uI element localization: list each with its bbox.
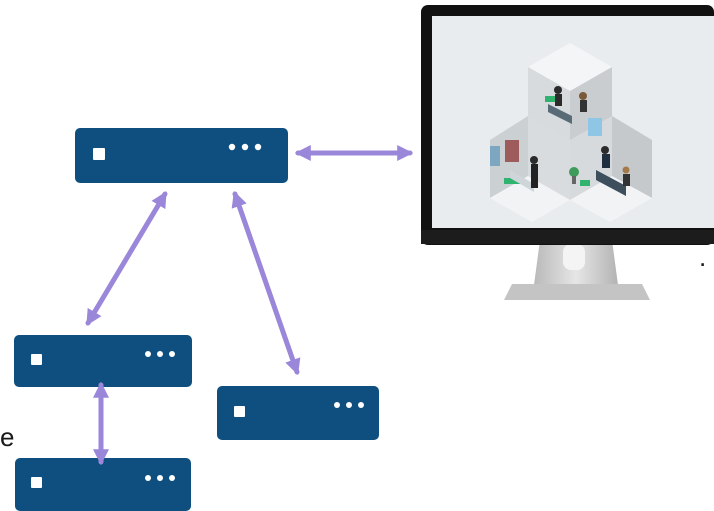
server-dot-icon [157, 475, 163, 481]
server-right [217, 386, 379, 440]
server-dot-icon [346, 402, 352, 408]
server-led-icon [234, 406, 245, 417]
server-dot-icon [241, 143, 249, 151]
clipped-text-letter: e [0, 422, 15, 452]
server-mid-left [14, 335, 192, 387]
server-dot-icon [169, 351, 175, 357]
server-led-icon [31, 477, 42, 488]
server-bottom-left [15, 458, 191, 511]
server-dot-icon [358, 402, 364, 408]
clipped-text-period: . [699, 242, 707, 272]
server-dot-icon [169, 475, 175, 481]
bidirectional-arrow-icon [231, 190, 301, 376]
server-dot-icon [145, 475, 151, 481]
server-dot-icon [145, 351, 151, 357]
office-illustration [490, 43, 652, 222]
server-led-icon [93, 148, 105, 160]
monitor-icon [421, 5, 714, 300]
server-dot-icon [334, 402, 340, 408]
server-top [75, 128, 288, 183]
server-dot-icon [228, 143, 236, 151]
bidirectional-arrow-icon [85, 191, 168, 326]
server-dot-icon [157, 351, 163, 357]
server-dot-icon [254, 143, 262, 151]
server-led-icon [31, 354, 42, 365]
